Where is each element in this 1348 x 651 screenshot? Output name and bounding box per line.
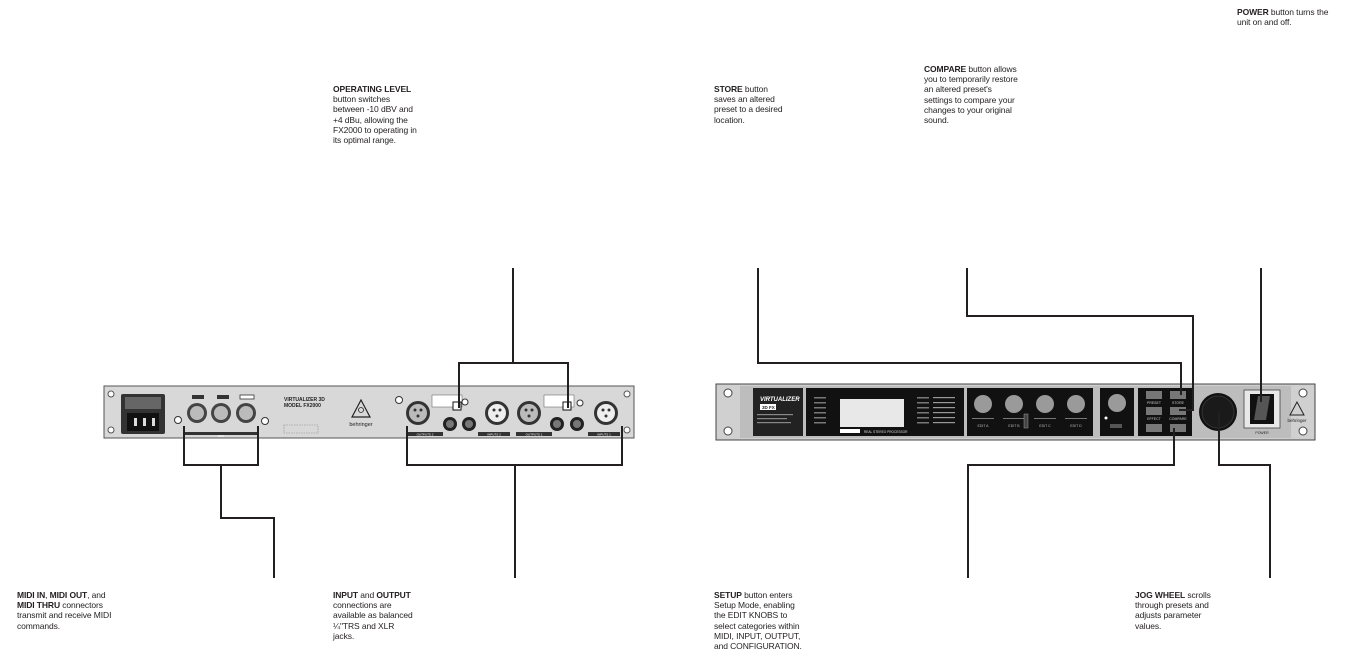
effect-label: EFFECT xyxy=(1147,417,1161,421)
setup-title: SETUP xyxy=(714,590,742,600)
callout-compare: COMPARE button allows you to temporarily… xyxy=(924,64,1020,125)
edit-label-d: EDIT D xyxy=(1070,424,1082,428)
callout-setup: SETUP button enters Setup Mode, enabling… xyxy=(714,590,804,651)
input-knob-section xyxy=(1100,388,1134,436)
preset-label: PRESET xyxy=(1147,401,1162,405)
compare-button[interactable] xyxy=(1170,407,1186,415)
jog-wheel-title: JOG WHEEL xyxy=(1135,590,1186,600)
edit-label-c: EDIT C xyxy=(1039,424,1051,428)
power-title: POWER xyxy=(1237,7,1269,17)
inputs-2-label: INPUTS 2 xyxy=(487,433,501,437)
rear-leader-lines xyxy=(183,268,623,578)
edit-knob-a[interactable] xyxy=(974,395,992,413)
edit-knobs: EDIT A EDIT B EDIT C EDIT D xyxy=(967,388,1093,436)
compare-title: COMPARE xyxy=(924,64,967,74)
bypass-button[interactable] xyxy=(1170,424,1186,432)
rear-brand: behringer xyxy=(349,422,372,428)
front-behringer-logo: behringer xyxy=(1287,400,1307,423)
midi-sep-1: , xyxy=(45,590,50,600)
preset-button[interactable] xyxy=(1146,391,1162,399)
power-switch[interactable]: POWER xyxy=(1243,389,1281,435)
inputs-1-label: INPUTS 1 xyxy=(597,433,611,437)
rear-behringer-logo: behringer xyxy=(349,398,373,428)
outputs-2-label: OUTPUTS 2 xyxy=(417,433,434,437)
midi-out-title: MIDI OUT xyxy=(49,590,88,600)
operating-level-desc: button switches between -10 dBV and +4 d… xyxy=(333,94,417,146)
compare-desc: button allows you to temporarily restore… xyxy=(924,64,1018,126)
callout-jog-wheel: JOG WHEEL scrolls through presets and ad… xyxy=(1135,590,1223,631)
midi-label: MIDI xyxy=(218,434,224,438)
midi-jacks: MIDI xyxy=(184,394,258,438)
front-logo-sub: 3D FX xyxy=(762,405,775,410)
io-sep: and xyxy=(358,590,377,600)
power-desc: button turns the unit on and off. xyxy=(1237,7,1329,28)
edit-label-b: EDIT B xyxy=(1008,424,1020,428)
display-section: REAL STEREO PROCESSOR xyxy=(806,388,964,436)
compare-label: COMPARE xyxy=(1169,417,1187,421)
io-channel-1: OUTPUTS 1 INPUTS 1 xyxy=(516,394,620,437)
store-desc: button saves an altered preset to a desi… xyxy=(714,84,783,125)
store-label: STORE xyxy=(1172,401,1185,405)
jog-wheel-desc: scrolls through presets and adjusts para… xyxy=(1135,590,1211,631)
outputs-1-label: OUTPUTS 1 xyxy=(526,433,543,437)
input-output-desc: connections are available as balanced ¼"… xyxy=(333,600,413,641)
setup-desc: button enters Setup Mode, enabling the E… xyxy=(714,590,802,651)
edit-label-a: EDIT A xyxy=(977,424,989,428)
callout-midi: MIDI IN, MIDI OUT, and MIDI THRU connect… xyxy=(17,590,113,631)
io-channel-2: OUTPUTS 2 INPUTS 2 xyxy=(406,394,510,437)
effect-button[interactable] xyxy=(1146,407,1162,415)
rear-model-line1: VIRTUALIZER 3D xyxy=(284,397,325,403)
midi-sep-2: , and xyxy=(87,590,106,600)
callout-power: POWER button turns the unit on and off. xyxy=(1237,7,1333,27)
display-strip-text: REAL STEREO PROCESSOR xyxy=(864,430,908,434)
input-title: INPUT xyxy=(333,590,359,600)
front-panel: VIRTUALIZER 3D FX REAL STEREO PROCESSOR xyxy=(715,383,1316,441)
power-label: POWER xyxy=(1255,431,1269,435)
store-button[interactable] xyxy=(1170,391,1186,399)
function-buttons: PRESET STORE EFFECT COMPARE xyxy=(1138,388,1192,436)
callout-store: STORE button saves an altered preset to … xyxy=(714,84,786,125)
setup-button[interactable] xyxy=(1146,424,1162,432)
edit-knob-b[interactable] xyxy=(1005,395,1023,413)
rear-panel: MIDI VIRTUALIZER 3D MODEL FX2000 behring… xyxy=(103,385,635,439)
output-title: OUTPUT xyxy=(376,590,411,600)
front-leader-lines xyxy=(757,268,1271,578)
front-logo-text: VIRTUALIZER xyxy=(760,397,800,403)
edit-knob-d[interactable] xyxy=(1067,395,1085,413)
front-brand: behringer xyxy=(1287,418,1307,423)
midi-desc: connectors transmit and receive MIDI com… xyxy=(17,600,112,631)
store-title: STORE xyxy=(714,84,743,94)
midi-thru-title: MIDI THRU xyxy=(17,600,61,611)
edit-knob-c[interactable] xyxy=(1036,395,1054,413)
rear-model-line2: MODEL FX2000 xyxy=(284,403,321,409)
operating-level-title: OPERATING LEVEL xyxy=(333,84,412,94)
midi-in-title: MIDI IN xyxy=(17,590,46,600)
callout-input-output: INPUT and OUTPUT connections are availab… xyxy=(333,590,415,641)
power-inlet xyxy=(121,394,165,434)
callout-operating-level: OPERATING LEVEL button switches between … xyxy=(333,84,423,145)
input-knob[interactable] xyxy=(1108,394,1126,412)
front-logo: VIRTUALIZER 3D FX xyxy=(753,388,803,436)
